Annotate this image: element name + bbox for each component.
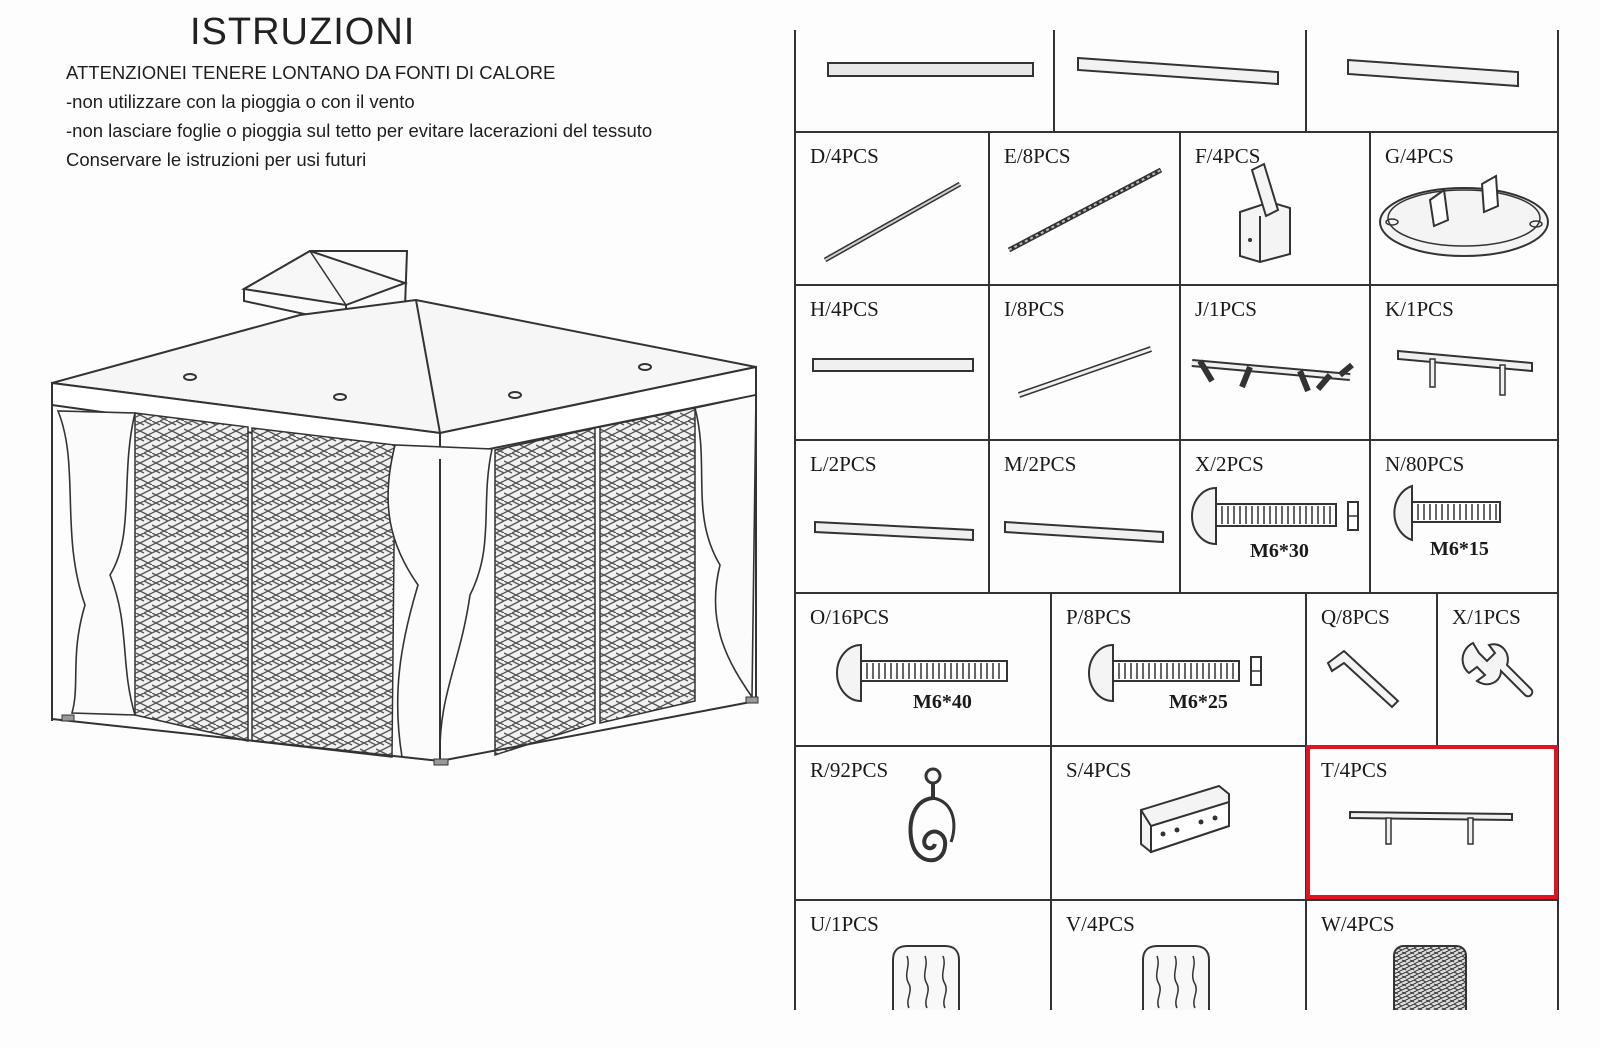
part-label: X/1PCS bbox=[1452, 605, 1521, 629]
part-label: D/4PCS bbox=[810, 144, 879, 168]
part-cell-q: Q/8PCS bbox=[1306, 593, 1437, 746]
highlight-box bbox=[1306, 745, 1558, 899]
part-label: N/80PCS bbox=[1385, 452, 1465, 476]
keep-instructions-note: Conservare le istruzioni per usi futuri bbox=[66, 149, 367, 170]
warning-rain-wind: -non utilizzare con la pioggia o con il … bbox=[66, 91, 415, 112]
long-pole-icon bbox=[827, 62, 1034, 77]
bolt-size: M6*25 bbox=[1169, 691, 1228, 713]
part-label: S/4PCS bbox=[1066, 758, 1132, 782]
long-pole-icon bbox=[823, 181, 962, 263]
part-cell-d: D/4PCS bbox=[795, 132, 989, 285]
part-label: I/8PCS bbox=[1004, 297, 1065, 321]
part-label: E/8PCS bbox=[1004, 144, 1071, 168]
part-label: O/16PCS bbox=[810, 605, 890, 629]
instructions-title: ISTRUZIONI bbox=[190, 11, 416, 53]
side-beam-icon bbox=[1347, 58, 1519, 88]
gazebo-illustration bbox=[51, 249, 759, 766]
bolt-icon bbox=[1393, 484, 1501, 542]
beam-icon bbox=[812, 358, 974, 372]
part-cell-u: U/1PCS bbox=[795, 900, 1051, 1010]
part-label: T/4PCS bbox=[1321, 758, 1388, 782]
part-label: Q/8PCS bbox=[1321, 605, 1390, 629]
part-cell-m: M/2PCS bbox=[989, 440, 1180, 593]
part-label: K/1PCS bbox=[1385, 297, 1454, 321]
part-cell-e: E/8PCS bbox=[989, 132, 1180, 285]
rod-icon bbox=[1018, 346, 1152, 398]
wrench-icon bbox=[1461, 641, 1534, 698]
bolt-size: M6*40 bbox=[913, 691, 972, 713]
instructions-panel: ISTRUZIONI ATTENZIONEI TENERE LONTANO DA… bbox=[0, 0, 790, 1048]
part-cell-n: N/80PCS M6*15 bbox=[1370, 440, 1558, 593]
side-beam-icon bbox=[1004, 520, 1164, 544]
part-label: U/1PCS bbox=[810, 912, 879, 936]
bolt-size: M6*30 bbox=[1250, 540, 1309, 562]
post-connector-icon bbox=[1239, 162, 1291, 264]
part-label: H/4PCS bbox=[810, 297, 879, 321]
curtain-panel-icon bbox=[1142, 945, 1210, 1010]
part-cell-v: V/4PCS bbox=[1051, 900, 1306, 1010]
base-plate-icon bbox=[1379, 174, 1549, 257]
part-cell-x1: X/1PCS bbox=[1437, 593, 1558, 746]
part-label: G/4PCS bbox=[1385, 144, 1454, 168]
wicker-panel-icon bbox=[1393, 945, 1467, 1010]
part-label: V/4PCS bbox=[1066, 912, 1135, 936]
part-label: M/2PCS bbox=[1004, 452, 1077, 476]
part-cell-o: O/16PCS M6*40 bbox=[795, 593, 1051, 746]
part-cell-l: L/2PCS bbox=[795, 440, 989, 593]
curtain-panel-icon bbox=[892, 945, 960, 1010]
part-label: F/4PCS bbox=[1195, 144, 1261, 168]
part-cell-s: S/4PCS bbox=[1051, 746, 1306, 900]
part-cell-x2: X/2PCS M6*30 bbox=[1180, 440, 1370, 593]
part-label: X/2PCS bbox=[1195, 452, 1264, 476]
side-beam-icon bbox=[814, 520, 974, 542]
part-cell-h: H/4PCS bbox=[795, 285, 989, 440]
bolt-with-nut-icon bbox=[1191, 486, 1359, 546]
bolt-with-nut-icon bbox=[1088, 643, 1262, 703]
part-label: P/8PCS bbox=[1066, 605, 1132, 629]
bracket-icon bbox=[1140, 784, 1230, 854]
part-cell-t: T/4PCS bbox=[1306, 746, 1558, 900]
part-cell-p: P/8PCS M6*25 bbox=[1051, 593, 1306, 746]
curtain-rail-icon bbox=[1397, 349, 1533, 396]
part-label: J/1PCS bbox=[1195, 297, 1257, 321]
warning-roof-leaves: -non lasciare foglie o pioggia sul tetto… bbox=[66, 120, 653, 141]
part-label: W/4PCS bbox=[1321, 912, 1395, 936]
hook-icon bbox=[908, 767, 956, 863]
part-cell-w: W/4PCS bbox=[1306, 900, 1558, 1010]
side-beam-icon bbox=[1077, 56, 1279, 86]
part-cell-k: K/1PCS bbox=[1370, 285, 1558, 440]
part-cell-f: F/4PCS bbox=[1180, 132, 1370, 285]
bolt-icon bbox=[836, 643, 1008, 703]
bolt-size: M6*15 bbox=[1430, 538, 1489, 560]
part-label: L/2PCS bbox=[810, 452, 877, 476]
part-cell-i: I/8PCS bbox=[989, 285, 1180, 440]
curtain-rail-icon bbox=[1349, 810, 1513, 845]
part-label: R/92PCS bbox=[810, 758, 889, 782]
part-cell-g: G/4PCS bbox=[1370, 132, 1558, 285]
part-cell-j: J/1PCS bbox=[1180, 285, 1370, 440]
roof-connector-icon bbox=[1191, 359, 1354, 393]
warning-heat: ATTENZIONEI TENERE LONTANO DA FONTI DI C… bbox=[66, 62, 556, 83]
part-cell-r: R/92PCS bbox=[795, 746, 1051, 900]
thin-rod-icon bbox=[1007, 167, 1163, 253]
allen-key-icon bbox=[1326, 649, 1400, 709]
